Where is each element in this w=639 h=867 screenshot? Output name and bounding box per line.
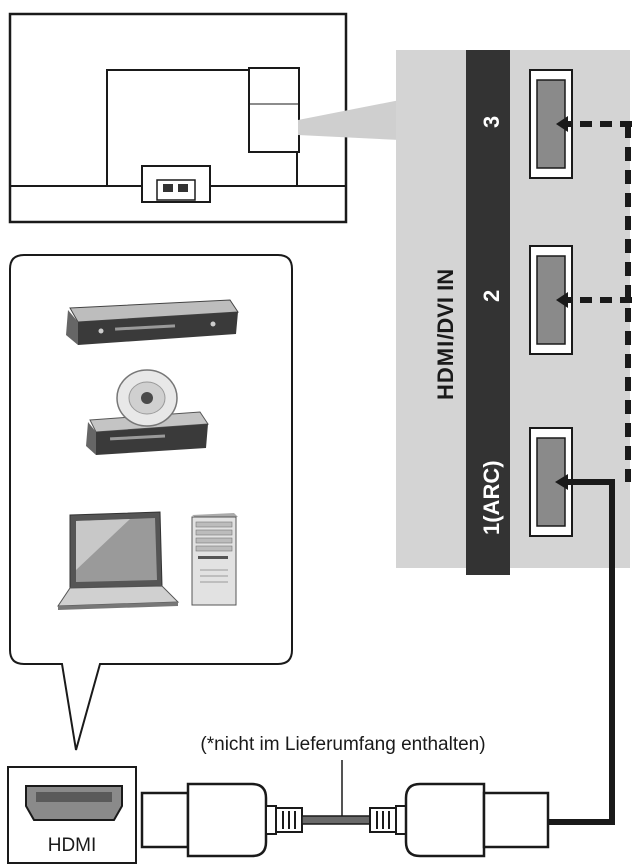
cable-not-included-note: (*nicht im Lieferumfang enthalten) <box>200 734 485 755</box>
port-label-3: 3 <box>479 116 504 128</box>
solid-line-port-1 <box>548 479 615 825</box>
panel-hdmi-label: HDMI/DVI IN <box>433 269 458 400</box>
dvd-player-icon <box>66 299 239 345</box>
hdmi-input-panel: HDMI/DVI IN 3 2 1(ARC) <box>396 50 630 575</box>
laptop-icon <box>57 511 180 610</box>
dvi-in-text: /DVI IN <box>433 269 458 340</box>
source-hdmi-label: HDMI <box>48 835 97 856</box>
desktop-tower-icon <box>191 513 238 606</box>
hdmi-logo-text: HDMI <box>433 340 458 400</box>
source-hdmi-port[interactable]: HDMI <box>7 766 137 864</box>
port-label-1-arc: 1(ARC) <box>479 460 504 535</box>
tv-rear-view <box>8 12 348 224</box>
arrow-port-1 <box>555 474 568 490</box>
source-devices-callout <box>9 254 293 751</box>
arrow-port-3 <box>556 116 568 132</box>
port-label-2: 2 <box>479 290 504 302</box>
bluray-player-icon <box>86 369 209 455</box>
arrow-port-2 <box>556 292 568 308</box>
connection-lines <box>548 116 632 825</box>
panel-zoom-wedge <box>298 100 400 140</box>
hdmi-cable <box>140 760 550 858</box>
